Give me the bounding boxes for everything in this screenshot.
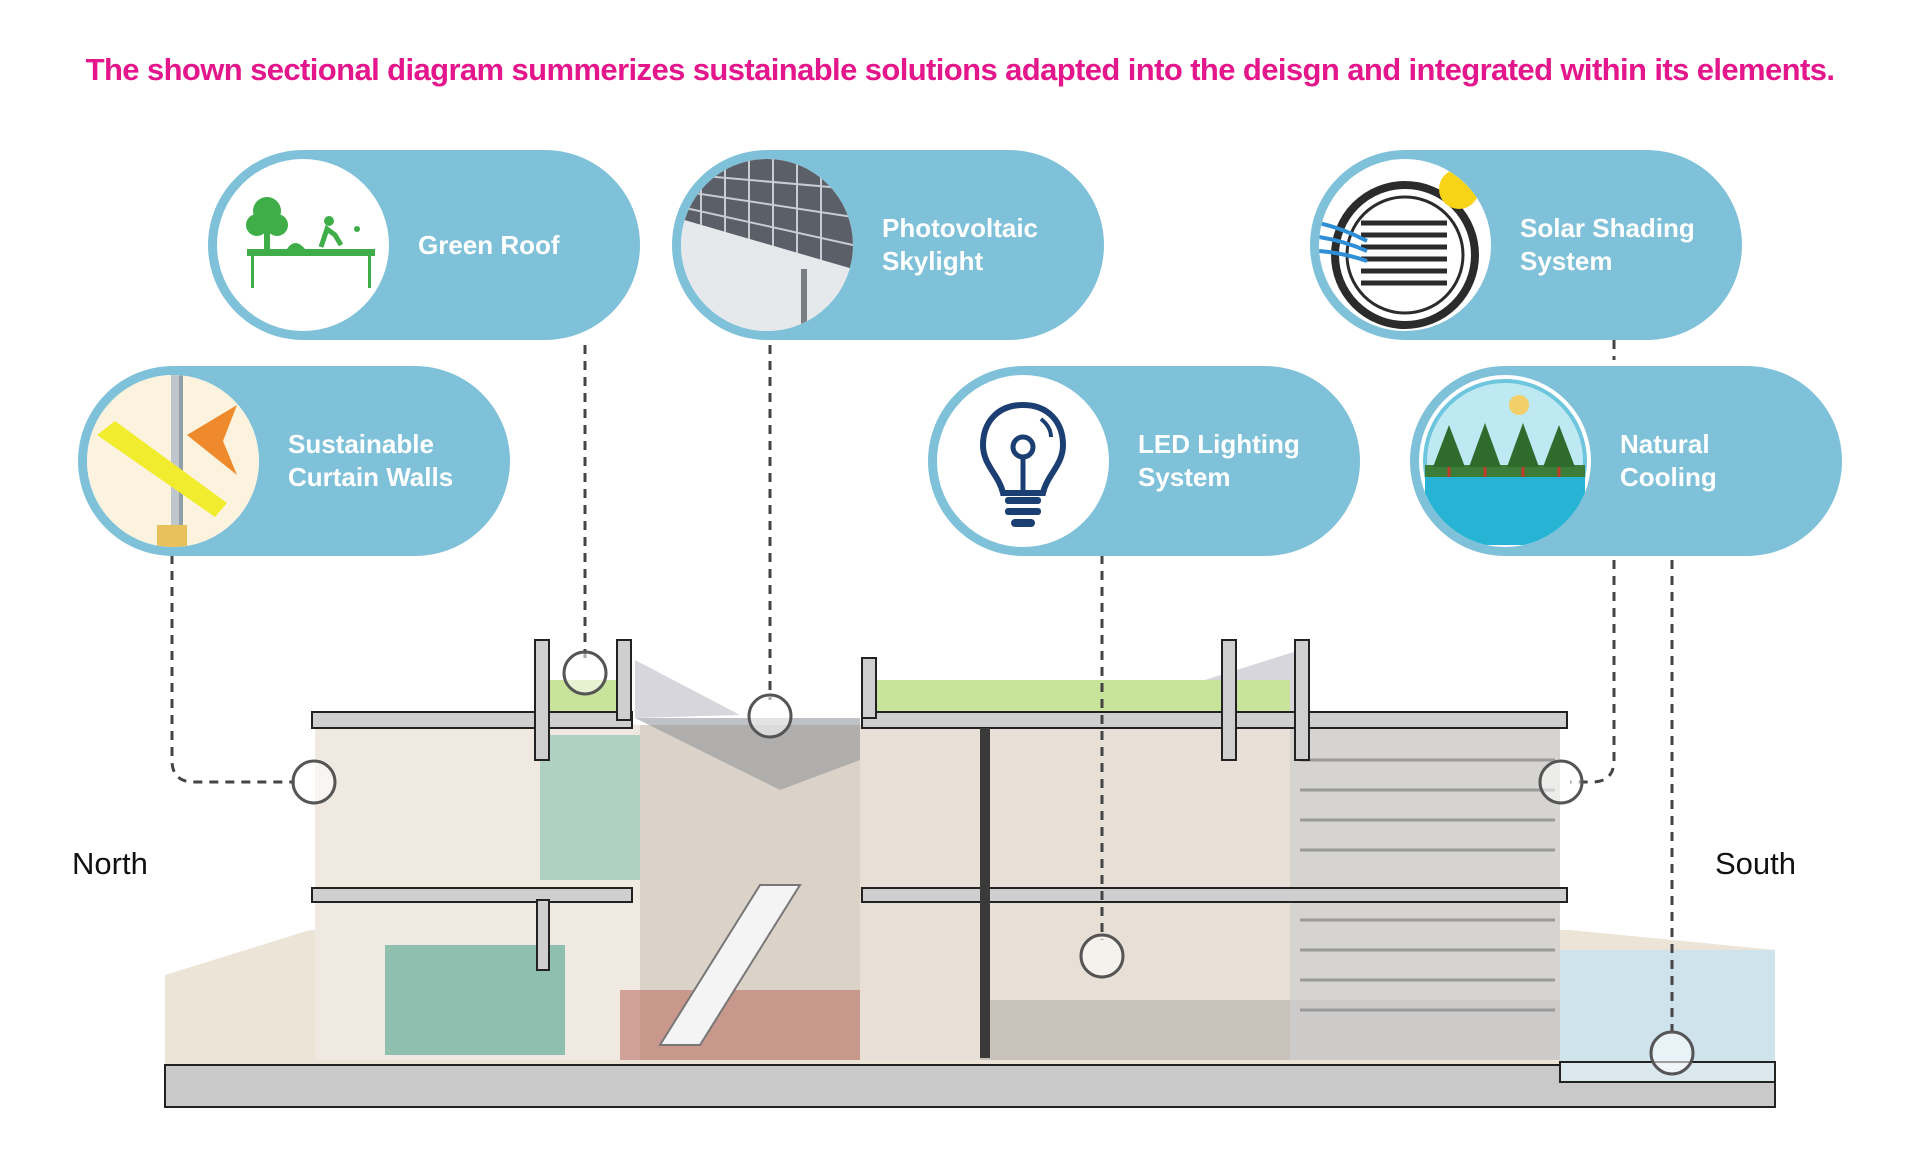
south-label: South [1715, 846, 1797, 881]
north-glass-lower [385, 945, 565, 1055]
sun-louver-icon [1319, 169, 1479, 329]
parapet-south-a [1221, 639, 1237, 761]
leader-curtain-walls [170, 555, 295, 784]
marker-pv-skylight [747, 693, 793, 739]
diagram-headline: The shown sectional diagram summerizes s… [85, 52, 1835, 87]
solar-shading-badge [1319, 159, 1491, 331]
column-central [980, 728, 990, 1058]
green-roof-badge [217, 159, 389, 331]
parapet-south-b [1294, 639, 1310, 761]
callout-led: LED Lighting System [928, 366, 1360, 556]
callout-solar-shading: Solar Shading System [1310, 150, 1742, 340]
tree-gardener-icon [246, 197, 375, 288]
curtain-walls-label: Sustainable Curtain Walls [288, 429, 454, 492]
trees-water-icon [1423, 379, 1587, 545]
leader-solar-shading-lower [1570, 560, 1616, 784]
green-roof-central [870, 680, 1290, 712]
marker-green-roof [562, 650, 608, 696]
atrium-sloped-wall [635, 660, 740, 718]
marker-led [1079, 933, 1125, 979]
marker-natural-cooling [1649, 1030, 1695, 1076]
curtain-walls-badge [87, 375, 259, 547]
parapet-north-a [534, 639, 550, 761]
roof-slab-south [861, 711, 1568, 729]
column-north-lower [536, 899, 550, 971]
atrium-stair [658, 884, 802, 1046]
foundation-slab [164, 1064, 1776, 1108]
solar-panel-grid-icon [681, 159, 853, 331]
parapet-north-b [616, 639, 632, 721]
led-label: LED Lighting System [1138, 429, 1300, 492]
sun-ray-wall-icon [87, 375, 259, 547]
roof-slab-north [311, 711, 633, 729]
floor-slab-south [861, 887, 1568, 903]
water-pool [1560, 950, 1775, 1065]
callout-natural-cooling: Natural Cooling [1410, 366, 1842, 556]
green-roof-label: Green Roof [418, 229, 560, 260]
pv-skylight-label: Photovoltaic Skylight [882, 213, 1039, 276]
callout-curtain-walls: Sustainable Curtain Walls [78, 366, 510, 556]
leader-lines [170, 340, 1674, 1040]
led-badge [937, 375, 1109, 547]
callout-green-roof: Green Roof [208, 150, 640, 340]
solar-shading-label: Solar Shading System [1520, 213, 1695, 276]
lightbulb-icon [979, 401, 1067, 527]
marker-solar-shading [1538, 759, 1584, 805]
natural-cooling-label: Natural Cooling [1620, 429, 1717, 492]
pv-skylight-glazing [635, 718, 860, 790]
natural-cooling-badge [1419, 375, 1591, 547]
target-markers [291, 650, 1695, 1076]
parapet-central [861, 657, 877, 719]
south-louvers [1300, 758, 1555, 1012]
pv-skylight-badge [681, 159, 853, 331]
callout-pv-skylight: Photovoltaic Skylight [672, 150, 1104, 340]
north-label: North [72, 846, 148, 881]
floor-slab-north [311, 887, 633, 903]
marker-curtain-walls [291, 759, 337, 805]
